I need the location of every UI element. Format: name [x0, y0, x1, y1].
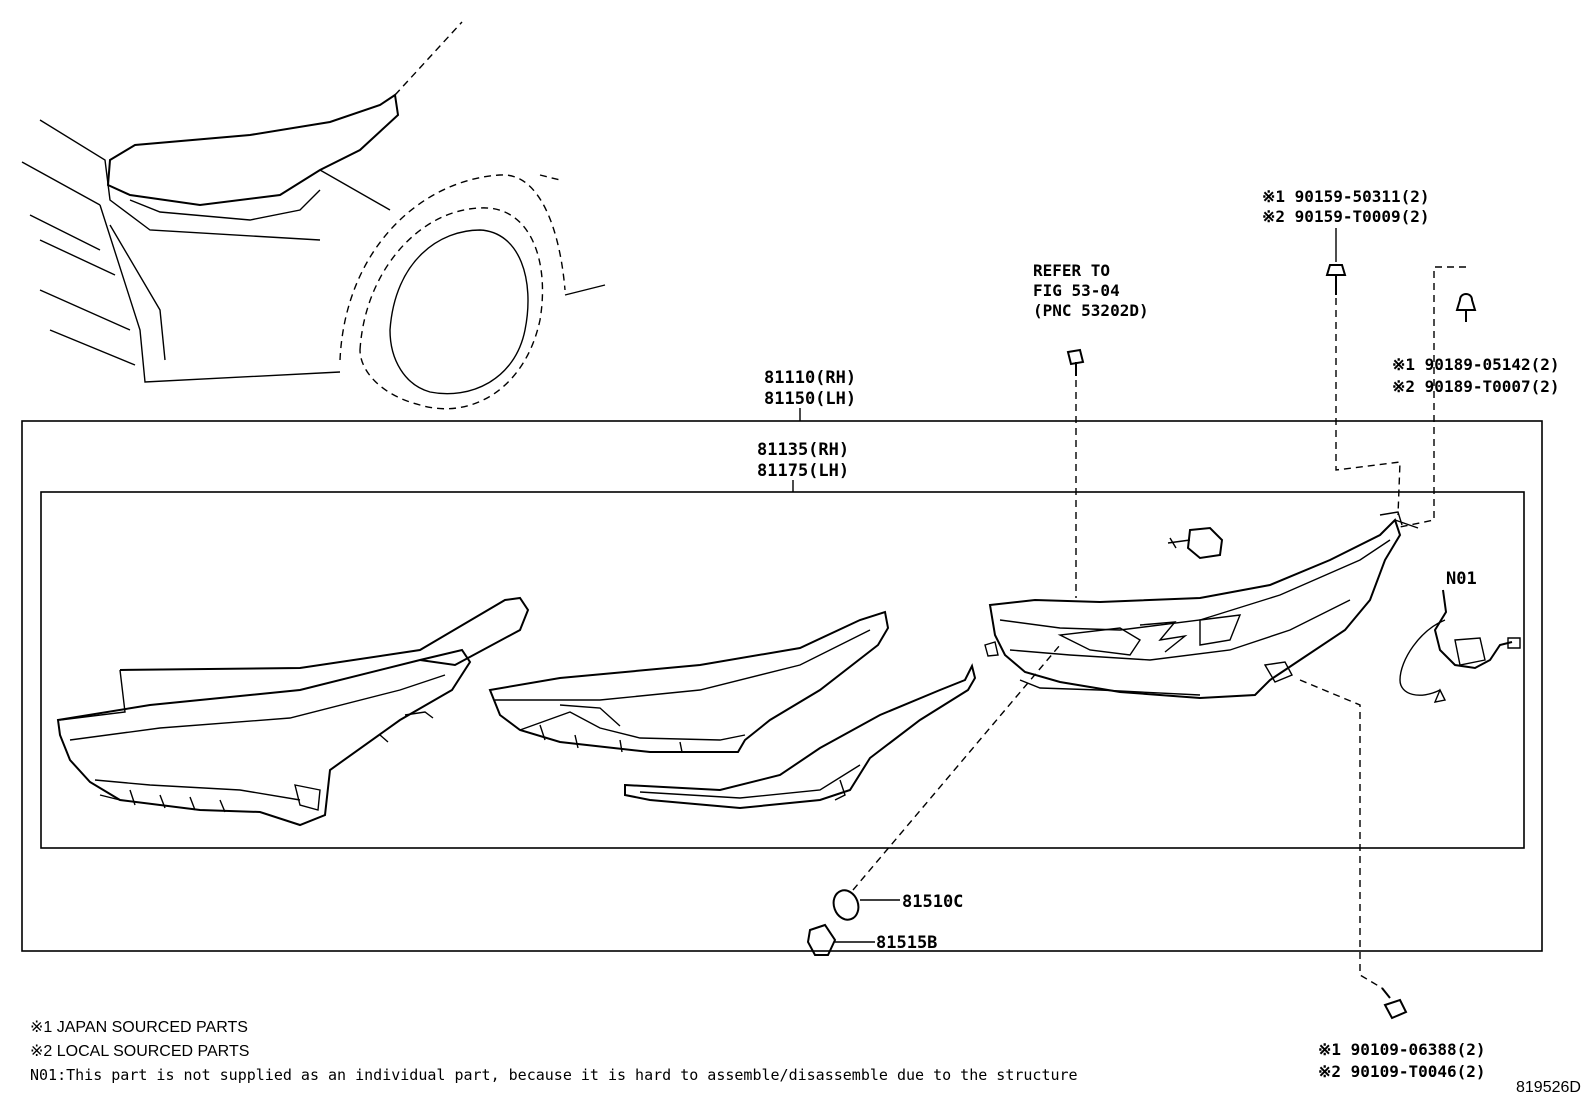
- nut-right-label-2: ※2 90189-T0007(2): [1392, 377, 1560, 396]
- note-local-sourced: ※2 LOCAL SOURCED PARTS: [30, 1043, 249, 1060]
- trim-strip-part: [624, 663, 977, 810]
- bolt-bottom-part: [1299, 679, 1408, 1020]
- lens-cover-part: [56, 596, 530, 827]
- screw-refer-part: [1066, 348, 1085, 598]
- n01-label: N01: [1446, 569, 1477, 589]
- figure-id: 819526D: [1516, 1079, 1581, 1096]
- note-japan-sourced: ※1 JAPAN SOURCED PARTS: [30, 1019, 248, 1036]
- bezel-part: [488, 610, 890, 753]
- note-n01: N01:This part is not supplied as an indi…: [30, 1066, 1078, 1084]
- screw-top-part: [1325, 228, 1401, 516]
- screw-top-label-2: ※2 90159-T0009(2): [1262, 207, 1430, 226]
- vehicle-location-inset: [21, 21, 606, 410]
- refer-fig-label: FIG 53-04: [1033, 281, 1120, 300]
- refer-to-label: REFER TO: [1033, 261, 1110, 280]
- bulb-part: [832, 644, 1061, 921]
- assembly-outer-box: [21, 420, 1543, 952]
- assy-rh-label: 81110(RH): [764, 368, 856, 388]
- wire-harness-n01-part: [1399, 589, 1521, 703]
- socket-part: [806, 923, 875, 956]
- bulb-label: 81510C: [902, 892, 963, 912]
- unit-rh-label: 81135(RH): [757, 440, 849, 460]
- unit-inner-box: [40, 491, 1525, 849]
- headlamp-unit-part: [984, 511, 1419, 700]
- refer-pnc-label: (PNC 53202D): [1033, 301, 1149, 320]
- nut-right-part: [1399, 266, 1477, 528]
- assy-lh-label: 81150(LH): [764, 389, 856, 409]
- bolt-bottom-label-1: ※1 90109-06388(2): [1318, 1040, 1486, 1059]
- leveling-actuator-part: [1167, 526, 1224, 560]
- bolt-bottom-label-2: ※2 90109-T0046(2): [1318, 1062, 1486, 1081]
- unit-lh-label: 81175(LH): [757, 461, 849, 481]
- socket-label: 81515B: [876, 933, 937, 953]
- screw-top-label-1: ※1 90159-50311(2): [1262, 187, 1430, 206]
- nut-right-label-1: ※1 90189-05142(2): [1392, 355, 1560, 374]
